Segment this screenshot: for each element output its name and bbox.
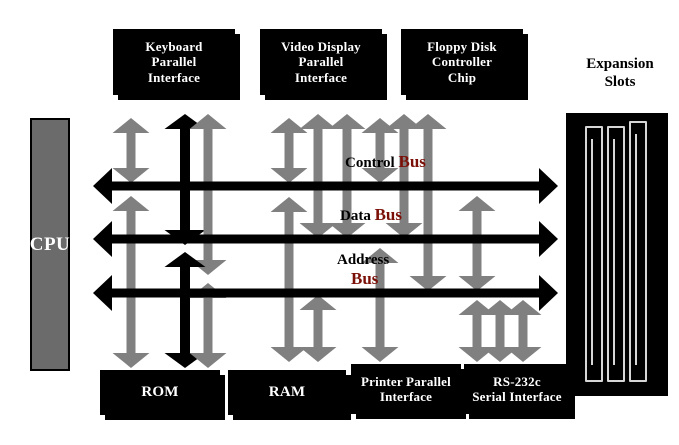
printer-data-link-head-down xyxy=(299,347,337,362)
floppy-control-link-shaft xyxy=(375,133,385,168)
rs232-control-link-head-down xyxy=(361,347,399,362)
video-data-link-head-down xyxy=(299,223,337,238)
ram-box[interactable]: RAM xyxy=(228,370,346,415)
rom-control-link-head-down xyxy=(112,353,150,368)
floppy-address-link-head-up xyxy=(409,114,447,129)
rs232-control-link-shaft xyxy=(375,263,385,347)
address-bus-label-prefix: Address xyxy=(337,252,390,268)
keyboard-spine-black-shaft xyxy=(180,129,190,230)
control-bus-label-prefix: Control xyxy=(345,155,395,171)
rs232-data-link-shaft xyxy=(472,315,482,347)
expansion-slot-3-contact xyxy=(635,134,637,365)
floppy-data-link-head-up xyxy=(385,114,423,129)
keyboard-control-link-head-down xyxy=(112,168,150,183)
data-bus-label-prefix: Data xyxy=(340,208,371,224)
rs232-extra-link-head-up xyxy=(504,300,542,315)
video-address-link-head-up xyxy=(328,114,366,129)
rom-box[interactable]: ROM xyxy=(100,370,220,415)
data-bus-head-left xyxy=(93,221,112,257)
rs232-extra-link-shaft xyxy=(518,315,528,347)
floppy-address-link-head-down xyxy=(409,276,447,291)
keyboard-control-link-shaft xyxy=(126,133,136,168)
expansion-data-link-head-up xyxy=(458,196,496,211)
video-data-link-shaft xyxy=(313,129,323,223)
ram-data-link-shaft xyxy=(203,298,213,353)
printer-data-link-shaft xyxy=(313,310,323,347)
video-data-link-head-up xyxy=(299,114,337,129)
expansion-data-link-head-down xyxy=(458,276,496,291)
video-control-link-head-up xyxy=(270,118,308,133)
printer-address-link-shaft xyxy=(284,212,294,347)
cpu-block[interactable]: CPU xyxy=(30,118,70,371)
floppy-address-link-shaft xyxy=(423,129,433,276)
expansion-slot-1-contact xyxy=(591,139,593,365)
rs232-control-link-head-up xyxy=(361,248,399,263)
keyboard-data-link-shaft xyxy=(203,129,213,260)
video-control-link-shaft xyxy=(284,133,294,168)
expansion-slot-1[interactable] xyxy=(585,126,603,382)
expansion-slot-2[interactable] xyxy=(607,126,625,382)
address-bus-bar[interactable] xyxy=(112,288,539,298)
ram-data-link-head-down xyxy=(189,353,227,368)
expansion-slot-2-contact xyxy=(613,139,615,365)
rs232-extra-link-head-down xyxy=(504,347,542,362)
address-bus-head-left xyxy=(93,275,112,311)
floppy-control-link-head-down xyxy=(361,168,399,183)
floppy-control-link-head-up xyxy=(361,118,399,133)
keyboard-control-link-head-up xyxy=(112,118,150,133)
address-bus-label-word: Bus xyxy=(351,269,379,289)
floppy-data-link-shaft xyxy=(399,129,409,223)
video-address-link-head-down xyxy=(328,223,366,238)
rom-control-link-head-up xyxy=(112,196,150,211)
printer-address-link-head-down xyxy=(270,347,308,362)
video-control-link-head-down xyxy=(270,168,308,183)
control-bus-head-left xyxy=(93,168,112,204)
control-bus-bar[interactable] xyxy=(112,181,539,191)
ram-label: RAM xyxy=(268,383,306,400)
floppy-data-link-head-down xyxy=(385,223,423,238)
rom-control-link-shaft xyxy=(126,211,136,353)
rom-spine-black-head-up xyxy=(164,252,206,267)
keyboard-data-link-head-up xyxy=(189,114,227,129)
expansion-slot-3[interactable] xyxy=(629,121,647,382)
data-bus-bar[interactable] xyxy=(112,234,539,244)
address-bus-head-right xyxy=(539,275,558,311)
control-bus-head-right xyxy=(539,168,558,204)
data-bus-head-right xyxy=(539,221,558,257)
printer-data-link-head-up xyxy=(299,295,337,310)
cpu-label: CPU xyxy=(29,233,71,255)
control-bus-label-word: Bus xyxy=(398,152,426,171)
rom-label: ROM xyxy=(141,383,179,400)
data-bus-label-word: Bus xyxy=(374,205,402,224)
video-address-link-shaft xyxy=(342,129,352,223)
data-bus-label: Data Bus xyxy=(340,205,402,225)
control-bus-label: Control Bus xyxy=(345,152,426,172)
rom-spine-black-shaft xyxy=(180,267,190,353)
printer-address-link-head-up xyxy=(270,197,308,212)
rs232-address-link-shaft xyxy=(495,315,505,347)
expansion-slots-panel[interactable] xyxy=(566,113,668,396)
